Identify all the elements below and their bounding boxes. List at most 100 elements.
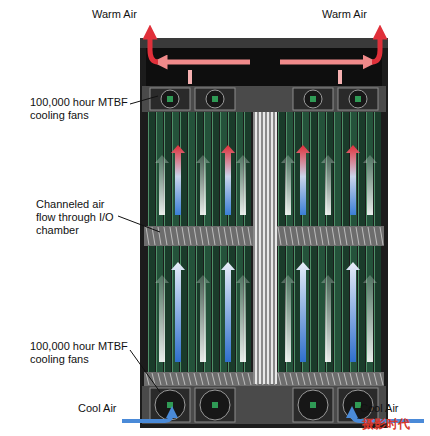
- fan-led: [167, 96, 173, 102]
- midplane: [253, 112, 277, 384]
- fan-tray: [142, 386, 386, 424]
- grille-slat: [278, 227, 281, 245]
- midplane-rail: [255, 112, 257, 384]
- io-card: [310, 246, 317, 372]
- io-card: [294, 112, 301, 226]
- grille-slat: [368, 373, 371, 385]
- watermark: 摄影时代: [362, 418, 410, 431]
- card-edge: [294, 112, 295, 226]
- fan-rotor: [298, 390, 328, 420]
- fan-housing: [293, 88, 333, 110]
- grille-slat: [380, 227, 383, 245]
- grille-slat: [344, 373, 347, 385]
- airflow-arrow: [346, 145, 360, 215]
- grille-slat: [206, 227, 209, 245]
- card-edge: [334, 246, 335, 372]
- grille-slat: [290, 227, 293, 245]
- midplane-rail: [271, 112, 273, 384]
- grille-slat: [368, 227, 371, 245]
- io-card: [148, 112, 155, 226]
- chassis-lid: [140, 38, 388, 48]
- card-edge: [374, 246, 375, 372]
- exhaust-chamber: [146, 48, 382, 86]
- leader-line: [130, 96, 158, 104]
- fan-led: [310, 402, 316, 408]
- airflow-label: Cool Air: [78, 402, 117, 415]
- io-card: [212, 246, 219, 372]
- grille-slat: [356, 373, 359, 385]
- io-card: [180, 112, 187, 226]
- io-card: [212, 112, 219, 226]
- airflow-arrow: [155, 155, 169, 215]
- callout-label: 100,000 hour MTBF cooling fans: [30, 96, 130, 122]
- card-edge: [148, 246, 149, 372]
- fan-led: [355, 96, 361, 102]
- airflow-arrow: [363, 155, 377, 215]
- fan-rotor: [161, 90, 179, 108]
- grille-slat: [350, 373, 353, 385]
- fan-housing: [195, 388, 235, 422]
- exhaust-arrow: [280, 60, 370, 65]
- grille-slat: [170, 373, 173, 385]
- grille-slat: [284, 227, 287, 245]
- grille-slat: [290, 373, 293, 385]
- grille-slat: [356, 227, 359, 245]
- grille-slat: [230, 227, 233, 245]
- grille-slat: [302, 373, 305, 385]
- grille-slat: [200, 227, 203, 245]
- grille-slat: [224, 227, 227, 245]
- grille-slat: [242, 373, 245, 385]
- grille-slat: [314, 227, 317, 245]
- grille-slat: [362, 227, 365, 245]
- card-edge: [148, 112, 149, 226]
- io-card: [310, 112, 317, 226]
- airflow-arrow: [236, 275, 250, 362]
- grille-slat: [314, 373, 317, 385]
- io-card: [318, 246, 325, 372]
- grille-slat: [194, 373, 197, 385]
- card-edge: [342, 246, 343, 372]
- airflow-arrow: [296, 262, 310, 362]
- io-card: [180, 246, 187, 372]
- grille-slat: [374, 373, 377, 385]
- io-card: [374, 112, 381, 226]
- airflow-arrow: [321, 155, 335, 215]
- io-card: [164, 112, 171, 226]
- exhaust-arrow: [188, 70, 192, 84]
- warm-air-arrow: [372, 32, 380, 62]
- grille-slat: [308, 373, 311, 385]
- warm-air-arrow: [150, 32, 158, 62]
- card-edge: [236, 112, 237, 226]
- card-edge: [318, 112, 319, 226]
- grille-slat: [380, 373, 383, 385]
- card-edge: [278, 112, 279, 226]
- grille-slat: [176, 227, 179, 245]
- grille-slat: [296, 373, 299, 385]
- airflow-arrow: [346, 262, 360, 362]
- airflow-arrow: [155, 275, 169, 362]
- fan-housing: [338, 88, 378, 110]
- airflow-arrow: [281, 155, 295, 215]
- io-card: [188, 112, 195, 226]
- io-card: [318, 112, 325, 226]
- grille-slat: [188, 227, 191, 245]
- grille-slat: [188, 373, 191, 385]
- card-edge: [236, 246, 237, 372]
- card-edge: [188, 246, 189, 372]
- fan-led: [212, 402, 218, 408]
- airflow-arrow: [196, 155, 210, 215]
- airflow-arrow: [363, 275, 377, 362]
- grille-slat: [308, 227, 311, 245]
- card-edge: [196, 246, 197, 372]
- fan-rotor: [304, 90, 322, 108]
- grille-slat: [338, 373, 341, 385]
- fan-led: [212, 96, 218, 102]
- card-edge: [366, 246, 367, 372]
- airflow-arrow: [171, 262, 185, 362]
- fan-led: [310, 96, 316, 102]
- grille-slat: [158, 373, 161, 385]
- card-edge: [310, 112, 311, 226]
- card-edge: [156, 246, 157, 372]
- grille-slat: [212, 373, 215, 385]
